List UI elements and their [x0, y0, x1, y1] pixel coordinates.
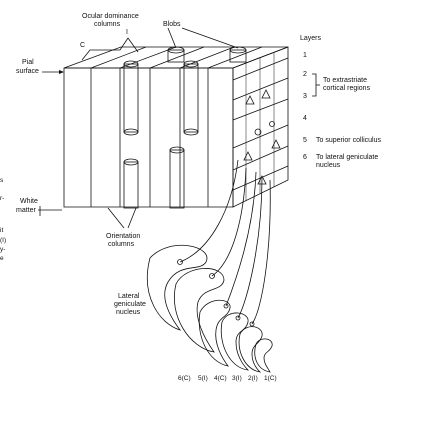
extrastriate-label-2: cortical regions	[323, 85, 371, 92]
text-labels: Ocular dominance columns Blobs C I Pial …	[0, 13, 381, 382]
margin-fragment: (I)	[0, 237, 6, 244]
lgn-layer-5	[174, 268, 225, 353]
margin-fragment: s	[0, 177, 4, 184]
leader-lines	[38, 27, 320, 229]
blob-cylinder	[123, 158, 139, 209]
lgn-layer-label: 6(C)	[178, 375, 191, 382]
superior-colliculus-label: To superior colliculus	[316, 137, 381, 144]
layer-number: 1	[303, 52, 307, 59]
layer-number: 3	[303, 93, 307, 100]
blob-cylinders	[123, 46, 247, 209]
layer-number: 2	[303, 71, 307, 78]
blob-cylinder	[123, 60, 139, 136]
pial-label: Pial	[22, 59, 34, 66]
blob-cylinder	[229, 46, 247, 63]
cortex-block	[63, 46, 289, 209]
blob-cylinder	[169, 146, 185, 209]
lgn-target-label-2: nucleus	[316, 162, 341, 169]
margin-fragment: r-	[0, 195, 4, 202]
lgn-layer-label: 2(I)	[248, 375, 258, 382]
lgn-layer-label: 4(C)	[214, 375, 227, 382]
layer-boundaries	[232, 52, 289, 201]
column-c-label: C	[80, 42, 85, 49]
lgn-target-label: To lateral geniculate	[316, 154, 378, 161]
orientation-label-2: columns	[108, 241, 135, 248]
margin-fragment: e	[0, 255, 4, 262]
projection-axons	[179, 159, 271, 325]
white-matter-label-2: matter	[16, 207, 37, 214]
ocular-dominance-columns	[90, 46, 263, 207]
lgn-layer-label: 5(I)	[198, 375, 208, 382]
lgn-layer-6	[146, 244, 208, 331]
layers-title: Layers	[300, 35, 322, 42]
lgn-label-3: nucleus	[116, 309, 141, 316]
lgn-label: Lateral	[118, 293, 140, 300]
lgn-label-2: geniculate	[114, 301, 146, 308]
layer-number: 4	[303, 115, 307, 122]
margin-fragment: it	[0, 227, 3, 234]
neuron-markers	[243, 89, 281, 185]
lgn-layer-label: 1(C)	[264, 375, 277, 382]
column-i-label: I	[126, 29, 128, 36]
lgn-layer-2	[238, 326, 263, 373]
layer-number: 6	[303, 154, 307, 161]
ocular-dominance-label: Ocular dominance	[82, 13, 139, 20]
lgn-layer-label: 3(I)	[232, 375, 242, 382]
pial-label-2: surface	[16, 68, 39, 75]
orientation-label: Orientation	[106, 233, 140, 240]
ocular-dominance-label-2: columns	[94, 21, 121, 28]
lateral-geniculate-nucleus	[146, 244, 273, 373]
lgn-layer-3	[220, 312, 250, 371]
blob-cylinder	[183, 60, 199, 136]
lgn-layer-1	[254, 338, 273, 373]
blobs-label: Blobs	[163, 21, 181, 28]
white-matter-label: White	[20, 198, 38, 205]
lgn-layer-4	[198, 299, 231, 367]
layer-number: 5	[303, 137, 307, 144]
extrastriate-label: To extrastriate	[323, 77, 367, 84]
margin-fragment: y-	[0, 246, 5, 253]
cortex-right-face	[232, 46, 289, 208]
